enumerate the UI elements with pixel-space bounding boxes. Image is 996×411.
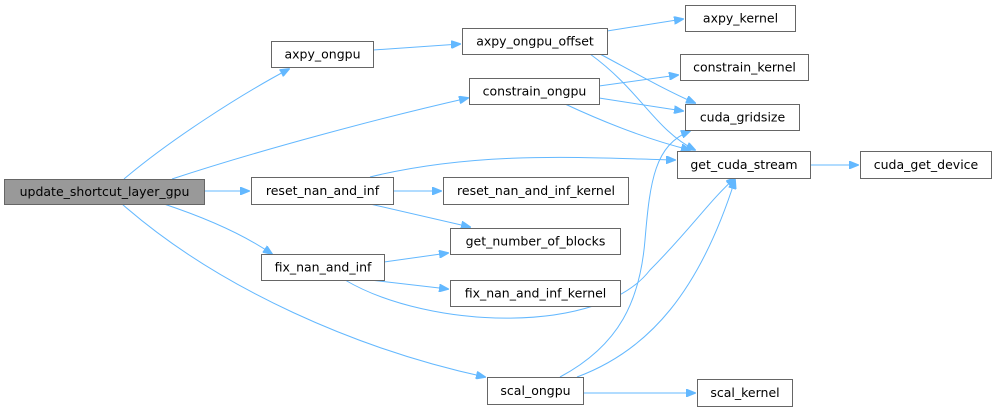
node-axpy_ongpu[interactable]: axpy_ongpu [271,41,374,68]
node-axpy_ongpu_offset[interactable]: axpy_ongpu_offset [462,28,608,55]
node-label: cuda_get_device [874,157,979,172]
edge-axpy_ongpu_offset-to-axpy_kernel [606,19,683,32]
node-layer: update_shortcut_layer_gpu axpy_ongpu axpy_… [4,5,992,407]
node-label: fix_nan_and_inf [275,260,372,275]
node-box [860,151,992,179]
node-box [685,104,800,131]
edge-fix_nan_and_inf-to-get_number_of_blocks [383,253,448,263]
node-box [469,78,600,105]
edge-scal_ongpu-to-get_cuda_stream [576,180,735,378]
edge-update_shortcut_layer_gpu-to-scal_ongpu [121,203,485,377]
node-label: scal_ongpu [500,383,570,398]
node-box [685,5,796,32]
node-fix_nan_and_inf_kernel[interactable]: fix_nan_and_inf_kernel [450,280,621,307]
node-label: reset_nan_and_inf [266,183,380,198]
node-label: axpy_ongpu_offset [476,34,594,49]
node-cuda_get_device[interactable]: cuda_get_device [860,151,992,179]
node-scal_kernel[interactable]: scal_kernel [697,379,793,407]
node-box [450,228,621,255]
node-box [697,379,793,407]
edge-constrain_ongpu-to-cuda_gridsize [598,97,683,111]
node-constrain_ongpu[interactable]: constrain_ongpu [469,78,600,105]
edge-update_shortcut_layer_gpu-to-fix_nan_and_inf [163,203,272,254]
node-label: update_shortcut_layer_gpu [20,184,190,199]
node-label: axpy_kernel [703,11,778,26]
edge-reset_nan_and_inf-to-get_cuda_stream [369,157,675,178]
node-label: constrain_ongpu [483,84,587,99]
node-label: reset_nan_and_inf_kernel [457,183,615,198]
node-box [487,377,584,405]
node-axpy_kernel[interactable]: axpy_kernel [685,5,796,32]
node-label: get_number_of_blocks [466,234,606,249]
node-box [261,254,385,281]
node-box [677,151,811,179]
edge-update_shortcut_layer_gpu-to-axpy_ongpu [123,69,289,180]
edge-fix_nan_and_inf-to-fix_nan_and_inf_kernel [369,279,448,289]
node-fix_nan_and_inf[interactable]: fix_nan_and_inf [261,254,385,281]
node-box [450,280,621,307]
node-box [680,54,809,81]
node-box [251,177,394,205]
node-box [462,28,608,55]
edge-update_shortcut_layer_gpu-to-constrain_ongpu [171,98,468,180]
node-label: axpy_ongpu [284,47,360,62]
node-reset_nan_and_inf[interactable]: reset_nan_and_inf [251,177,394,205]
node-box [4,179,205,205]
edge-fix_nan_and_inf-to-get_cuda_stream [344,178,735,319]
node-constrain_kernel[interactable]: constrain_kernel [680,54,809,81]
node-get_number_of_blocks[interactable]: get_number_of_blocks [450,228,621,255]
node-label: fix_nan_and_inf_kernel [465,286,607,301]
node-label: cuda_gridsize [700,110,786,125]
node-label: constrain_kernel [693,60,796,75]
node-box [271,41,374,68]
edge-axpy_ongpu-to-axpy_ongpu_offset [372,44,460,51]
node-update_shortcut_layer_gpu[interactable]: update_shortcut_layer_gpu [4,179,205,205]
edge-reset_nan_and_inf-to-get_number_of_blocks [369,203,470,227]
node-label: scal_kernel [710,385,779,400]
edge-axpy_ongpu_offset-to-get_cuda_stream [589,53,695,150]
edge-scal_ongpu-to-cuda_gridsize [559,131,690,378]
node-scal_ongpu[interactable]: scal_ongpu [487,377,584,405]
node-reset_nan_and_inf_kernel[interactable]: reset_nan_and_inf_kernel [443,177,629,205]
node-box [443,177,629,205]
edge-constrain_ongpu-to-constrain_kernel [598,75,678,87]
edge-constrain_ongpu-to-get_cuda_stream [564,103,690,150]
node-get_cuda_stream[interactable]: get_cuda_stream [677,151,811,179]
edge-layer [121,19,858,393]
node-cuda_gridsize[interactable]: cuda_gridsize [685,104,800,131]
node-label: get_cuda_stream [690,157,797,172]
